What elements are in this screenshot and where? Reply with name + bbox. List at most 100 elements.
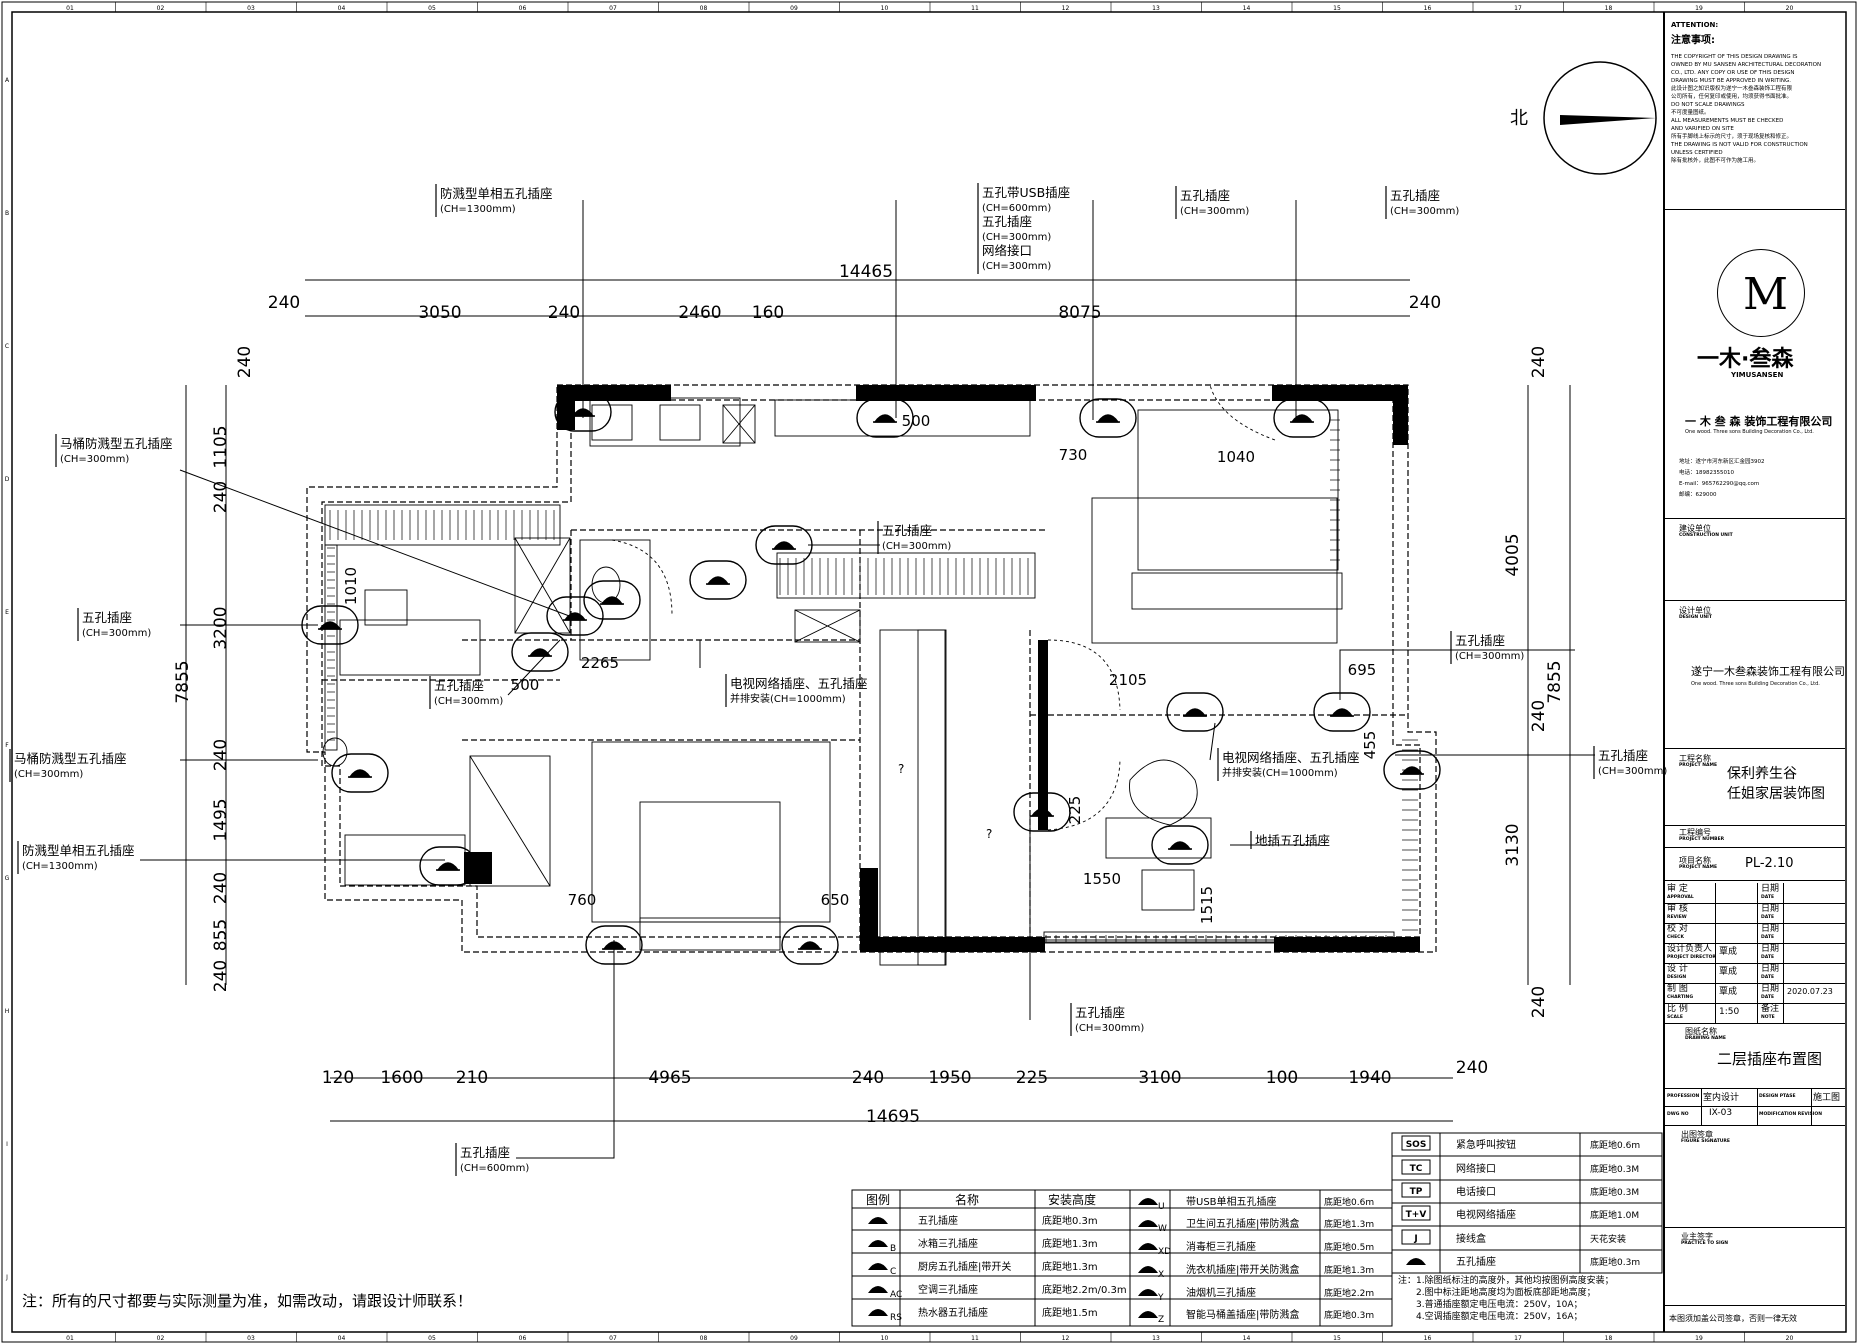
attention-line: 公司所有，任何复印或使用，均须获得书面批准。 — [1671, 94, 1793, 100]
dim-inner: 730 — [1059, 446, 1088, 464]
socket-callout: 马桶防溅型五孔插座(CH=300mm) — [9, 749, 127, 782]
project-name-1: 保利养生谷 — [1727, 766, 1797, 782]
callout-height: (CH=300mm) — [14, 769, 83, 780]
callout-height: 并排安装(CH=1000mm) — [1222, 766, 1338, 779]
callout-height: (CH=300mm) — [1390, 206, 1459, 217]
dim-left: 855 — [211, 919, 231, 951]
callout-title: 五孔插座 — [434, 678, 484, 693]
approval-cell: 1:50 — [1719, 1007, 1740, 1017]
socket-callout: 五孔插座(CH=300mm) — [1593, 746, 1667, 779]
socket-symbol-icon — [1168, 841, 1192, 850]
approval-cell: DATE — [1761, 915, 1775, 920]
grid-mark-side: C — [5, 343, 9, 350]
dim-inner: 225 — [1066, 796, 1084, 825]
socket-symbol-icon — [563, 612, 587, 621]
dim-right: 7855 — [1545, 660, 1565, 703]
attention-line: AND VARIFIED ON SITE — [1671, 126, 1734, 132]
legend-name: 热水器五孔插座 — [918, 1306, 988, 1319]
grid-mark-bottom: 07 — [609, 1335, 617, 1342]
legend-socket-icon — [868, 1217, 888, 1224]
approval-cell: 设 计 — [1667, 964, 1688, 974]
attention-line: 所有手脚线上标示的尺寸，须于现场复核和修正。 — [1671, 134, 1793, 140]
dim-inner: 1550 — [1083, 870, 1121, 888]
dim-top: 240 — [1409, 293, 1441, 313]
approval-cell: 日期 — [1761, 964, 1780, 974]
socket-symbol-icon — [1400, 766, 1424, 775]
legend-symbol: SOS — [1406, 1140, 1427, 1150]
approval-cell: REVIEW — [1667, 915, 1687, 920]
modification-label: MODIFICATION REVISION — [1759, 1112, 1823, 1117]
legend-suffix: XD — [1158, 1247, 1171, 1257]
legend-suffix: X — [1158, 1270, 1164, 1280]
company-en: One wood. Three sons Building Decoration… — [1685, 429, 1814, 435]
socket-callout: 五孔插座 (CH=300mm) — [429, 676, 503, 709]
bottom-note: 注：所有的尺寸都要与实际测量为准，如需改动，请跟设计师联系！ — [22, 1292, 473, 1310]
socket-symbol-icon — [436, 862, 460, 871]
callout-height: (CH=300mm) — [434, 696, 503, 707]
legend-suffix: C — [890, 1267, 896, 1277]
approval-cell: DATE — [1761, 955, 1775, 960]
legend-suffix: B — [890, 1244, 896, 1254]
dim-inner: 500 — [902, 412, 931, 430]
approval-cell: 日期 — [1761, 944, 1780, 954]
callout-title: 马桶防溅型五孔插座 — [60, 436, 173, 451]
attention-line: 除有批核外，此图不可作为施工用。 — [1671, 158, 1760, 164]
grid-mark-top: 06 — [519, 5, 527, 12]
dim-left: 240 — [211, 960, 231, 992]
grid-mark-bottom: 11 — [971, 1335, 979, 1342]
attention-line: CO., LTD. ANY COPY OR USE OF THIS DESIGN — [1671, 70, 1795, 76]
sign-cn: 出图签章 — [1681, 1130, 1713, 1139]
drawing-name-en: DRAWING NAME — [1685, 1036, 1726, 1041]
callout-title: 网络接口 — [982, 243, 1032, 258]
callout-height: (CH=1300mm) — [22, 861, 98, 872]
legend-height: 底距地0.5m — [1324, 1241, 1374, 1253]
approval-cell: CHARTING — [1667, 995, 1694, 1000]
socket-marker — [583, 580, 641, 620]
dim-inner: 1010 — [342, 567, 360, 605]
socket-callout: 马桶防溅型五孔插座(CH=300mm) — [55, 434, 173, 467]
dwg-value: IX-03 — [1709, 1108, 1733, 1118]
legend-name: 油烟机三孔插座 — [1186, 1286, 1256, 1299]
legend-socket-icon — [868, 1309, 888, 1316]
dim-inner: 1515 — [1198, 886, 1216, 924]
dwg-label: DWG NO — [1667, 1112, 1689, 1117]
grid-mark-top: 12 — [1062, 5, 1070, 12]
attention-line: 此设计图之知识版权为遂宁一木叁森装饰工程有限 — [1671, 86, 1793, 92]
phase-label: DESIGN PTASE — [1759, 1094, 1796, 1099]
grid-mark-top: 20 — [1786, 5, 1794, 12]
socket-marker — [419, 846, 477, 886]
socket-callout: 五孔插座(CH=300mm) — [77, 608, 151, 641]
approval-cell: 日期 — [1761, 924, 1780, 934]
approval-cell: DATE — [1761, 895, 1775, 900]
socket-symbol-icon — [1030, 808, 1054, 817]
dim-left: 1105 — [211, 425, 231, 468]
project-name-cn: 工程名称 — [1679, 754, 1711, 763]
dim-left: 240 — [211, 872, 231, 904]
dim-right: 240 — [1529, 986, 1549, 1018]
socket-marker — [689, 560, 747, 600]
socket-marker — [1313, 692, 1371, 732]
approval-cell: DATE — [1761, 995, 1775, 1000]
callout-height: (CH=300mm) — [1075, 1023, 1144, 1034]
attention-line: THE COPYRIGHT OF THIS DESIGN DRAWING IS — [1671, 54, 1798, 60]
legend-socket-icon — [868, 1240, 888, 1247]
design-company-en: One wood. Three sons Building Decoration… — [1691, 681, 1820, 687]
grid-mark-top: 05 — [428, 5, 436, 12]
grid-mark-bottom: 20 — [1786, 1335, 1794, 1342]
legend-suffix: AC — [890, 1290, 902, 1300]
legend-note: 4.空调插座额定电压电流：250V，16A； — [1416, 1310, 1583, 1322]
attention-en: ATTENTION: — [1671, 21, 1719, 29]
dim-top: 160 — [752, 303, 784, 323]
north-arrow: 北 — [1510, 61, 1657, 175]
attention-cn: 注意事项: — [1671, 35, 1715, 46]
socket-symbol-icon — [706, 576, 730, 585]
legend-name: 消毒柜三孔插座 — [1186, 1240, 1256, 1253]
dim-inner: 2265 — [581, 654, 619, 672]
dim-left: 240 — [211, 481, 231, 513]
socket-marker — [1079, 398, 1137, 438]
dim-inner: 760 — [568, 891, 597, 909]
